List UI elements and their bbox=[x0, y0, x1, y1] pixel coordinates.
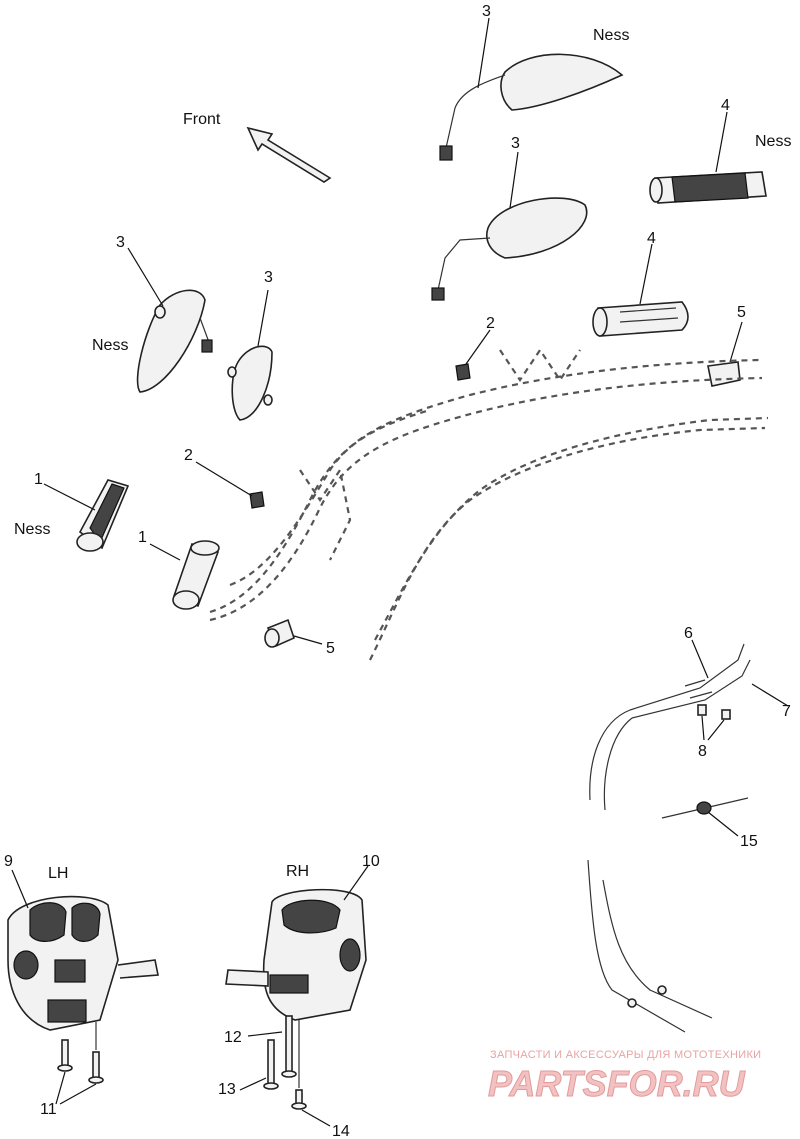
leader-8a bbox=[701, 715, 705, 741]
callout-3-top: 3 bbox=[482, 3, 491, 20]
leader-14 bbox=[301, 1109, 331, 1127]
leader-2-right bbox=[465, 329, 491, 365]
callout-5-right: 5 bbox=[737, 304, 746, 321]
leader-7 bbox=[751, 683, 789, 707]
callout-3-left-small: 3 bbox=[264, 269, 273, 286]
leader-15 bbox=[707, 811, 739, 837]
ness-mirror-top bbox=[439, 53, 624, 161]
leader-12 bbox=[247, 1031, 283, 1037]
callout-5-left: 5 bbox=[326, 640, 335, 657]
callout-2-right: 2 bbox=[486, 315, 495, 332]
leader-11a bbox=[55, 1071, 66, 1105]
leader-2-left bbox=[195, 461, 253, 497]
ness-mirror-left bbox=[136, 289, 213, 393]
leader-8b bbox=[707, 719, 725, 741]
callout-1-lower: 1 bbox=[138, 529, 147, 546]
leader-3-middle bbox=[509, 151, 519, 209]
callout-10: 10 bbox=[362, 853, 380, 870]
callout-3-left: 3 bbox=[116, 234, 125, 251]
callout-4-top: 4 bbox=[721, 97, 730, 114]
leader-5-left bbox=[293, 635, 323, 645]
lh-switch-housing bbox=[7, 895, 159, 1031]
callout-15: 15 bbox=[740, 833, 758, 850]
mirror-left-small bbox=[227, 345, 273, 421]
grip-left bbox=[172, 540, 220, 610]
leader-6 bbox=[691, 639, 709, 679]
rh-switch-housing bbox=[225, 888, 367, 1021]
callout-9: 9 bbox=[4, 853, 13, 870]
callout-4-lower: 4 bbox=[647, 230, 656, 247]
leader-1-lower bbox=[149, 543, 181, 561]
end-weight-left bbox=[264, 618, 295, 648]
leader-11b bbox=[59, 1083, 97, 1105]
ness-label-mirror-top: Ness bbox=[593, 27, 629, 44]
cable-clip bbox=[661, 797, 749, 819]
leader-3-left bbox=[127, 247, 164, 307]
callout-14: 14 bbox=[332, 1123, 350, 1139]
throttle-cables bbox=[587, 643, 751, 1033]
callout-3-middle: 3 bbox=[511, 135, 520, 152]
watermark-subtitle: ЗАПЧАСТИ И АКСЕССУАРЫ ДЛЯ МОТОТЕХНИКИ bbox=[490, 1049, 761, 1061]
rh-screws bbox=[263, 1015, 307, 1110]
callout-13: 13 bbox=[218, 1081, 236, 1098]
front-label: Front bbox=[183, 111, 221, 128]
watermark: ЗАПЧАСТИ И АКСЕССУАРЫ ДЛЯ МОТОТЕХНИКИ PA… bbox=[488, 1049, 762, 1105]
clamp-left bbox=[249, 491, 265, 509]
leader-13 bbox=[239, 1077, 267, 1091]
grip-right bbox=[592, 301, 689, 337]
leader-1-top bbox=[43, 483, 96, 511]
leader-10 bbox=[343, 865, 369, 901]
end-weight-right bbox=[707, 361, 741, 387]
ness-label-grip-left: Ness bbox=[14, 521, 50, 538]
watermark-logo: PARTSFOR.RU bbox=[488, 1063, 746, 1104]
ness-grip-left bbox=[76, 479, 130, 552]
leader-3-left-small bbox=[257, 289, 269, 347]
callout-11: 11 bbox=[40, 1101, 57, 1118]
cable-ends bbox=[697, 704, 731, 720]
handlebar-phantom bbox=[209, 348, 769, 661]
front-arrow-icon bbox=[246, 126, 332, 183]
leader-3-top bbox=[477, 17, 490, 89]
leader-9 bbox=[11, 869, 29, 909]
leader-5-right bbox=[729, 321, 743, 363]
ness-label-grip-right: Ness bbox=[755, 133, 791, 150]
rh-label: RH bbox=[286, 863, 309, 880]
callout-2-left: 2 bbox=[184, 447, 193, 464]
lh-label: LH bbox=[48, 865, 68, 882]
ness-grip-right bbox=[649, 171, 767, 204]
leader-4-top bbox=[715, 111, 728, 173]
ness-label-mirror-left: Ness bbox=[92, 337, 128, 354]
leader-4-lower bbox=[639, 243, 653, 305]
callout-12: 12 bbox=[224, 1029, 242, 1046]
mirror-middle bbox=[431, 197, 588, 301]
callout-6: 6 bbox=[684, 625, 693, 642]
callout-7: 7 bbox=[782, 703, 791, 720]
callout-8: 8 bbox=[698, 743, 707, 760]
clamp-right bbox=[455, 363, 471, 381]
lh-screws bbox=[57, 1022, 104, 1084]
callout-1-top: 1 bbox=[34, 471, 43, 488]
